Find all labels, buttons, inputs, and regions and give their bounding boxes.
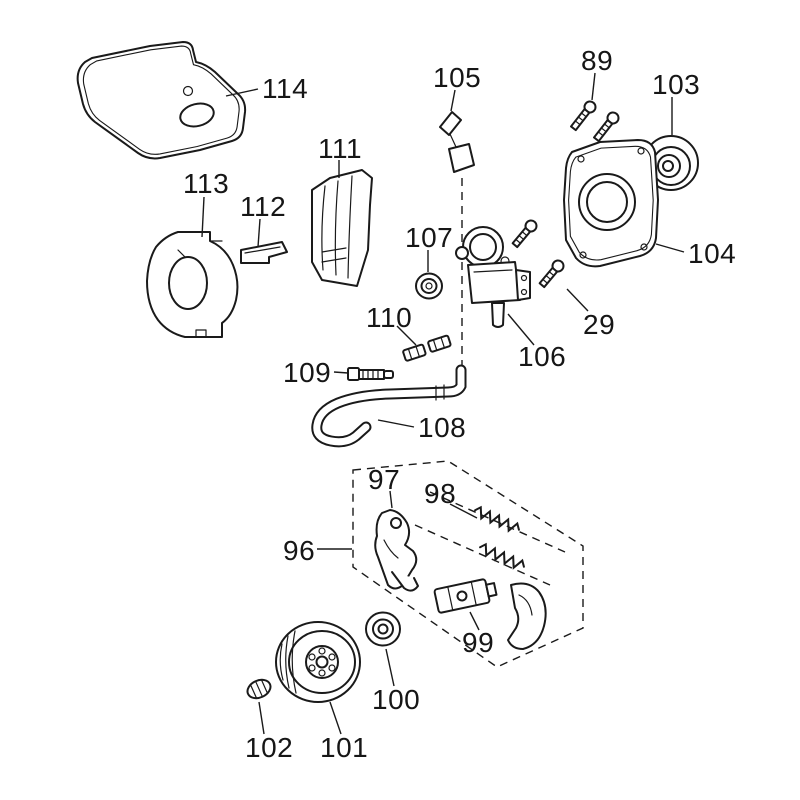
part-104-plate — [563, 139, 659, 268]
label-100: 100 — [372, 684, 420, 715]
label-106: 106 — [518, 341, 566, 372]
label-105: 105 — [433, 62, 481, 93]
label-89: 89 — [581, 45, 613, 76]
part-102-plug — [246, 678, 272, 700]
part-103-grommet — [643, 135, 699, 191]
part-99-weight-and-shoe — [433, 578, 547, 650]
part-97-clutch-shoe — [374, 509, 419, 592]
label-112: 112 — [240, 191, 286, 222]
part-111-bracket — [311, 169, 373, 287]
part-29-screws — [511, 219, 565, 289]
callout-labels: 114 113 112 111 105 89 103 104 107 106 2… — [183, 45, 736, 763]
label-101: 101 — [320, 732, 368, 763]
label-29: 29 — [583, 309, 615, 340]
part-101-clutch-drum — [275, 621, 361, 703]
part-100-washer — [365, 611, 401, 647]
part-110-fittings — [402, 334, 452, 362]
label-103: 103 — [652, 69, 700, 100]
label-108: 108 — [418, 412, 466, 443]
part-112-plate — [240, 241, 288, 264]
label-98: 98 — [424, 478, 456, 509]
part-96-assembly-outline — [352, 460, 584, 668]
part-106-body — [455, 226, 531, 328]
part-109-fitting — [347, 367, 394, 381]
label-107: 107 — [405, 222, 453, 253]
label-96: 96 — [283, 535, 315, 566]
leader-lines — [201, 72, 685, 735]
part-113-shroud — [146, 231, 239, 338]
part-89-screws — [570, 100, 620, 143]
part-114-gasket — [76, 41, 247, 160]
part-105-connector — [439, 111, 475, 366]
label-111: 111 — [318, 133, 362, 164]
part-108-tube — [311, 364, 467, 448]
label-113: 113 — [183, 168, 229, 199]
label-104: 104 — [688, 238, 736, 269]
part-98-springs — [474, 505, 525, 570]
label-97: 97 — [368, 464, 400, 495]
label-114: 114 — [262, 73, 308, 104]
label-102: 102 — [245, 732, 293, 763]
label-110: 110 — [366, 302, 412, 333]
label-99: 99 — [462, 627, 494, 658]
part-107-washer — [415, 272, 443, 300]
label-109: 109 — [283, 357, 331, 388]
